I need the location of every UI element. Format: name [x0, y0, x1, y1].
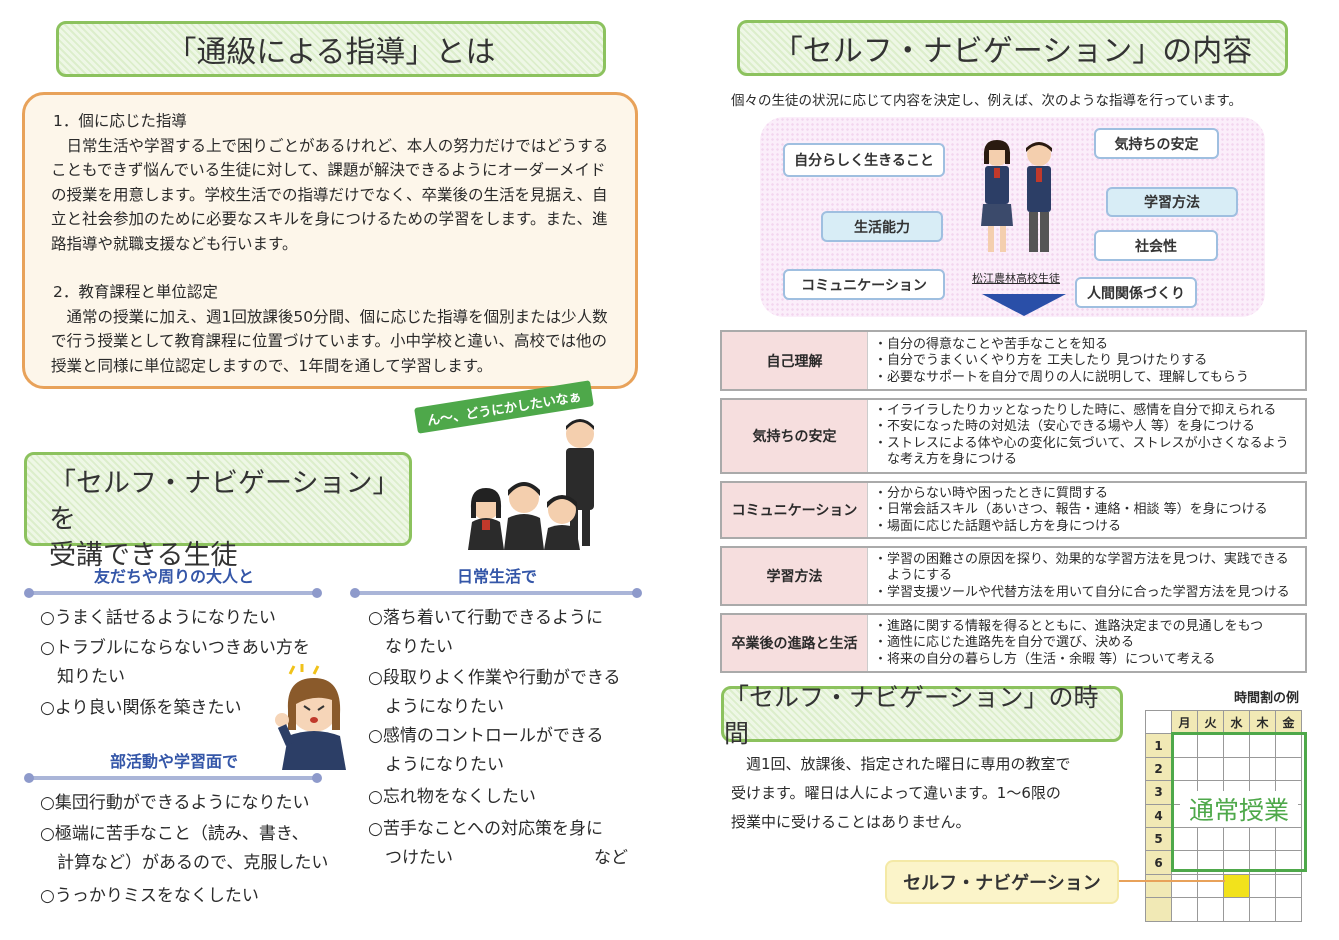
- content-row: 卒業後の進路と生活 ・進路に関する情報を得るとともに、進路決定までの見通しをもつ…: [720, 613, 1307, 673]
- period-header: 4: [1145, 803, 1172, 828]
- selfnav-slot: [1223, 873, 1250, 899]
- content-intro: 個々の生徒の状況に応じて内容を決定し、例えば、次のような指導を行っています。: [731, 93, 1242, 109]
- club-item: ○極端に苦手なこと（読み、書き、 計算など）があるので、克服したい: [40, 824, 329, 873]
- content-row: コミュニケーション ・分からない時や困ったときに質問する ・日常会話スキル（あい…: [720, 481, 1307, 539]
- timetable-caption: 時間割の例: [1234, 691, 1300, 706]
- content-row-desc: ・学習の困難さの原因を探り、効果的な学習方法を見つけ、実践できる ようにする ・…: [868, 548, 1305, 604]
- content-row: 気持ちの安定 ・イライラしたりカッとなったりした時に、感情を自分で抑えられる ・…: [720, 398, 1307, 474]
- content-row-label: 気持ちの安定: [722, 400, 868, 472]
- students-figure: [981, 140, 1052, 252]
- day-header: 月: [1171, 709, 1198, 735]
- students-illustration: [468, 419, 594, 550]
- bubble-emotional-stability: 気持ちの安定: [1094, 128, 1219, 159]
- period-blank: [1145, 873, 1172, 899]
- club-rule: [24, 773, 322, 783]
- daily-item: ○感情のコントロールができる ようになりたい: [368, 726, 604, 775]
- title-tsukyu-text: 「通級による指導」とは: [166, 35, 496, 70]
- title-eligible-students: 「セルフ・ナビゲーション」を 受講できる生徒: [24, 452, 412, 571]
- content-line: ・学習の困難さの原因を探り、効果的な学習方法を見つけ、実践できる ようにする: [874, 552, 1289, 584]
- period-header: 3: [1145, 780, 1172, 805]
- club-item: ○集団行動ができるようになりたい: [40, 793, 310, 813]
- day-header: 木: [1249, 709, 1276, 735]
- content-line: ・ストレスによる体や心の変化に気づいて、ストレスが小さくなるよう な考え方を身に…: [874, 435, 1289, 467]
- title-eligible-line2: 受講できる生徒: [49, 540, 238, 571]
- selfnav-label-box: セルフ・ナビゲーション: [887, 862, 1117, 902]
- students-caption: 松江農林高校生徒: [972, 272, 1060, 285]
- friends-rule: [24, 588, 322, 598]
- content-row-label: 卒業後の進路と生活: [722, 615, 868, 671]
- period-header: 2: [1145, 756, 1172, 782]
- regular-class-label: 通常授業: [1180, 791, 1298, 827]
- daily-item: ○段取りよく作業や行動ができる ようになりたい: [368, 668, 621, 717]
- content-line: ・必要なサポートを自分で周りの人に説明して、理解してもらう: [874, 369, 1249, 385]
- friends-item: ○より良い関係を築きたい: [40, 698, 242, 718]
- content-row-desc: ・イライラしたりカッとなったりした時に、感情を自分で抑えられる ・不安になった時…: [868, 400, 1305, 472]
- daily-rule: [350, 588, 642, 598]
- selfnav-connector: [1115, 880, 1225, 882]
- title-content: 「セルフ・ナビゲーション」の内容: [737, 20, 1288, 76]
- title-content-text: 「セルフ・ナビゲーション」の内容: [772, 34, 1253, 69]
- timetable-corner: [1145, 709, 1172, 735]
- daily-item: ○忘れ物をなくしたい: [368, 787, 536, 807]
- content-row: 学習方法 ・学習の困難さの原因を探り、効果的な学習方法を見つけ、実践できる よう…: [720, 546, 1307, 606]
- bubble-live-yourself: 自分らしく生きること: [783, 143, 945, 177]
- content-line: ・不安になった時の対処法（安心できる場や人 等）を身につける: [874, 419, 1255, 435]
- daily-etc: など: [594, 848, 628, 868]
- bubble-learning-methods: 学習方法: [1106, 187, 1238, 217]
- period-header: 1: [1145, 733, 1172, 758]
- section2-body: 通常の授業に加え、週1回放課後50分間、個に応じた指導を個別または少人数 で行う…: [51, 307, 608, 375]
- content-row-label: 自己理解: [722, 332, 868, 389]
- selfnav-label: セルフ・ナビゲーション: [903, 873, 1101, 894]
- content-line: ・場面に応じた話題や話し方を身につける: [874, 518, 1122, 534]
- content-line: ・進路に関する情報を得るとともに、進路決定までの見通しをもつ: [874, 619, 1264, 634]
- content-line: ・日常会話スキル（あいさつ、報告・連絡・相談 等）を身につける: [874, 502, 1268, 518]
- daily-heading: 日常生活で: [456, 567, 537, 586]
- content-line: ・自分の得意なことや苦手なことを知る: [874, 337, 1109, 352]
- content-line: ・自分でうまくいくやり方を 工夫したり 見つけたりする: [874, 353, 1208, 369]
- content-row-label: コミュニケーション: [722, 483, 868, 537]
- content-row-label: 学習方法: [722, 548, 868, 604]
- down-arrow: [982, 294, 1066, 316]
- content-line: ・分からない時や困ったときに質問する: [874, 486, 1109, 501]
- girl-illustration: [275, 664, 346, 770]
- friends-item: ○うまく話せるようになりたい: [40, 608, 276, 628]
- section1-heading: 1．個に応じた指導: [53, 112, 187, 130]
- content-row: 自己理解 ・自分の得意なことや苦手なことを知る ・自分でうまくいくやり方を 工夫…: [720, 330, 1307, 391]
- title-time: 「セルフ・ナビゲーション」の時間: [721, 683, 1123, 748]
- period-blank: [1145, 897, 1172, 922]
- period-header: 5: [1145, 826, 1172, 852]
- section1-body: 日常生活や学習する上で困りごとがあるけれど、本人の努力だけではどうする こともで…: [51, 136, 609, 253]
- bubble-relationships: 人間関係づくり: [1075, 277, 1197, 308]
- title-time-text: 「セルフ・ナビゲーション」の時間: [724, 683, 1099, 748]
- content-row-desc: ・進路に関する情報を得るとともに、進路決定までの見通しをもつ ・適性に応じた進路…: [868, 615, 1305, 671]
- time-body: 週1回、放課後、指定された曜日に専用の教室で 受けます。曜日は人によって違います…: [731, 755, 1071, 831]
- friends-heading: 友だちや周りの大人と: [93, 567, 254, 586]
- title-eligible-line1: 「セルフ・ナビゲーション」を: [49, 468, 400, 535]
- club-item: ○うっかりミスをなくしたい: [40, 886, 259, 906]
- content-row-desc: ・分からない時や困ったときに質問する ・日常会話スキル（あいさつ、報告・連絡・相…: [868, 483, 1305, 537]
- regular-class-frame: [1171, 732, 1307, 872]
- content-row-desc: ・自分の得意なことや苦手なことを知る ・自分でうまくいくやり方を 工夫したり 見…: [868, 332, 1305, 389]
- section2-heading: 2．教育課程と単位認定: [53, 283, 218, 301]
- explanation-box: 1．個に応じた指導 日常生活や学習する上で困りごとがあるけれど、本人の努力だけで…: [22, 92, 638, 389]
- daily-item: ○落ち着いて行動できるように なりたい: [368, 608, 603, 657]
- content-line: ・将来の自分の暮らし方（生活・余暇 等）について考える: [874, 651, 1216, 667]
- friends-item: ○トラブルにならないつきあい方を 知りたい: [40, 638, 310, 687]
- day-header: 水: [1223, 709, 1250, 735]
- bubble-sociality: 社会性: [1094, 230, 1218, 261]
- club-heading: 部活動や学習面で: [109, 752, 238, 771]
- day-header: 火: [1197, 709, 1224, 735]
- bubble-communication: コミュニケーション: [783, 269, 945, 300]
- period-header: 6: [1145, 850, 1172, 875]
- bubble-life-skills: 生活能力: [821, 211, 943, 242]
- daily-item: ○苦手なことへの対応策を身に つけたい: [368, 819, 603, 868]
- content-line: ・イライラしたりカッとなったりした時に、感情を自分で抑えられる: [874, 403, 1277, 418]
- title-tsukyu: 「通級による指導」とは: [56, 21, 606, 77]
- content-line: ・学習支援ツールや代替方法を用いて自分に合った学習方法を見つける: [874, 584, 1290, 600]
- content-line: ・適性に応じた進路先を自分で選び、決める: [874, 635, 1135, 651]
- day-header: 金: [1275, 709, 1302, 735]
